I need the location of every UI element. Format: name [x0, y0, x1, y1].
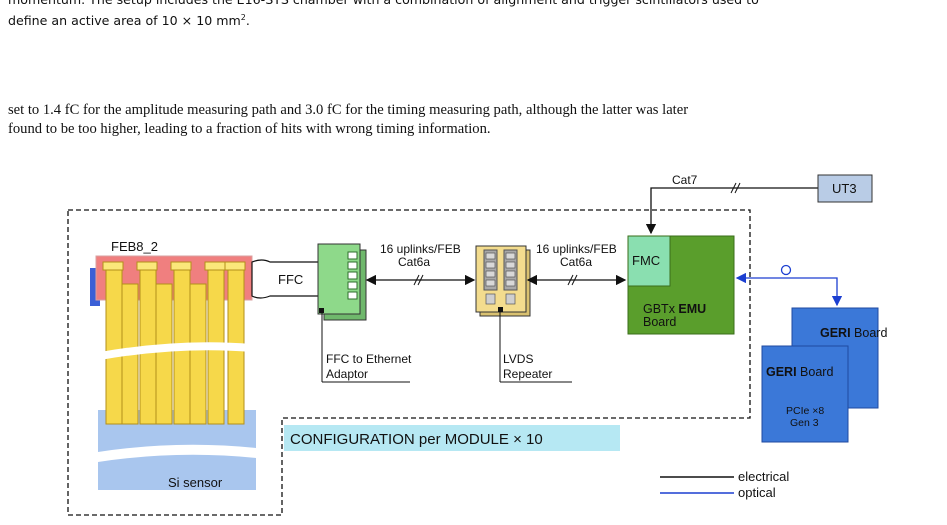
- adaptor-label-line-2: Adaptor: [326, 367, 368, 381]
- geri-back-bold: GERI: [820, 326, 851, 340]
- emu-label-line-1: GBTx EMU: [643, 302, 706, 316]
- geri-front-label: GERI Board: [766, 365, 833, 379]
- ffc-label: FFC: [278, 272, 303, 287]
- repeater-label-line-1: LVDS: [503, 352, 533, 366]
- emu-label-prefix: GBTx: [643, 302, 678, 316]
- lvds-repeater: LVDS Repeater: [475, 245, 572, 383]
- optical-link: [735, 264, 843, 307]
- ffc-cable: FFC: [251, 259, 321, 299]
- cat7-label: Cat7: [672, 173, 698, 187]
- cat6a-link-1: 16 uplinks/FEB Cat6a: [365, 242, 476, 286]
- link-1-label-line-2: Cat6a: [398, 255, 430, 269]
- feb-label: FEB8_2: [111, 239, 158, 254]
- legend-optical-label: optical: [738, 485, 776, 500]
- ut3-label: UT3: [832, 181, 857, 196]
- geri-back-label: GERI Board: [820, 326, 887, 340]
- geri-front-rest: Board: [797, 365, 834, 379]
- module-boundary: [67, 209, 751, 516]
- geri-back-rest: Board: [851, 326, 888, 340]
- gbtx-emu-board: FMC GBTx EMU Board: [627, 235, 735, 335]
- link-2-label-line-2: Cat6a: [560, 255, 592, 269]
- paragraph-top-line-2-text: define an active area of 10 × 10 mm: [8, 13, 241, 29]
- configuration-label: CONFIGURATION per MODULE × 10: [290, 431, 543, 448]
- link-2-label-line-1: 16 uplinks/FEB: [536, 242, 617, 256]
- repeater-label-line-2: Repeater: [503, 367, 552, 381]
- fmc-label: FMC: [632, 253, 660, 268]
- emu-label-bold: EMU: [678, 302, 706, 316]
- pcie-label-line-1: PCIe ×8: [786, 405, 824, 417]
- ut3-box: UT3: [817, 174, 873, 203]
- cat7-link: Cat7: [645, 173, 818, 235]
- paragraph-threshold-line-2: found to be too higher, leading to a fra…: [8, 121, 491, 137]
- link-1-label-line-1: 16 uplinks/FEB: [380, 242, 461, 256]
- ladders: [100, 261, 252, 425]
- paragraph-top-line-2-end: .: [245, 13, 250, 29]
- geri-board-front: GERI Board PCIe ×8 Gen 3: [761, 345, 849, 443]
- superscript: 2: [240, 13, 246, 22]
- configuration-label-box: CONFIGURATION per MODULE × 10: [284, 425, 620, 451]
- paragraph-top-line-1: momentum. The setup includes the E16-STS…: [8, 0, 759, 9]
- legend: electrical optical: [660, 469, 789, 500]
- cat6a-link-2: 16 uplinks/FEB Cat6a: [526, 242, 627, 286]
- si-sensor-label: Si sensor: [168, 475, 223, 490]
- paragraph-threshold-line-1: set to 1.4 fC for the amplitude measurin…: [8, 102, 689, 118]
- emu-label-line-2: Board: [643, 315, 676, 329]
- pcie-label-line-2: Gen 3: [790, 417, 819, 429]
- ffc-ethernet-adaptor: FFC to Ethernet Adaptor: [317, 243, 412, 383]
- geri-front-bold: GERI: [766, 365, 797, 379]
- legend-electrical-label: electrical: [738, 469, 789, 484]
- paragraph-top-line-2: define an active area of 10 × 10 mm2.: [8, 9, 250, 30]
- adaptor-label-line-1: FFC to Ethernet: [326, 352, 412, 366]
